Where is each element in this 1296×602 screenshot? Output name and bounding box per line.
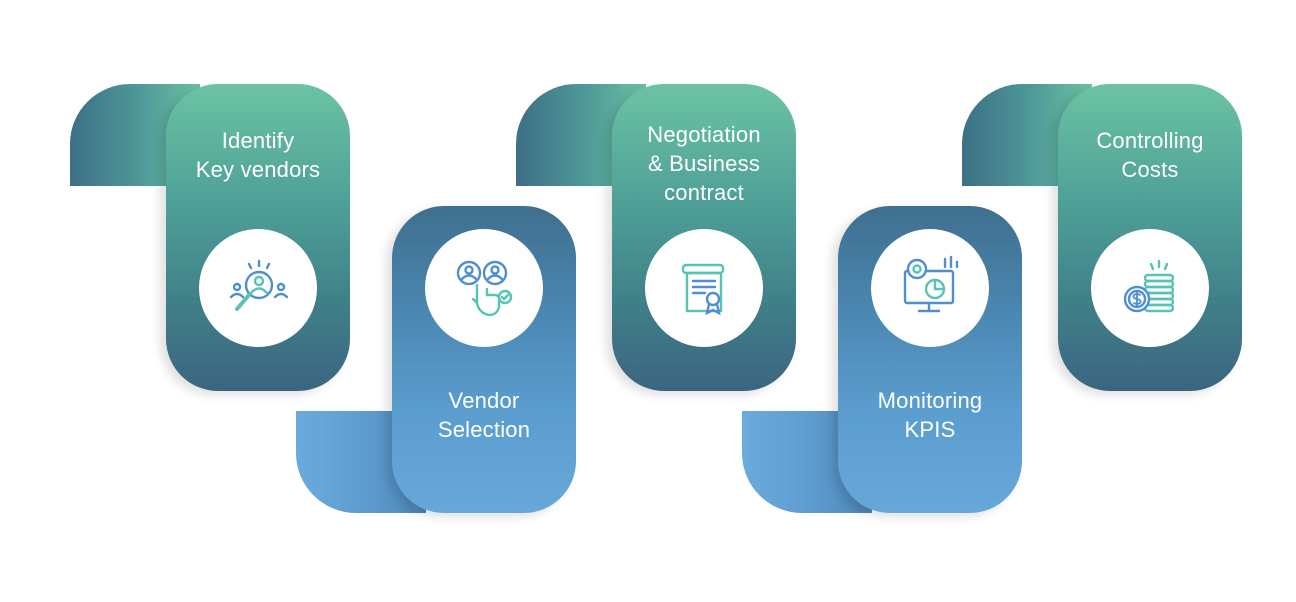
- step-card: Controlling Costs: [1058, 84, 1242, 391]
- cost-coins-icon: [1123, 259, 1175, 313]
- step-label: Monitoring KPIS: [877, 388, 983, 442]
- icon-circle: [425, 229, 543, 347]
- step-label: Vendor Selection: [437, 388, 531, 442]
- contract-icon: [681, 263, 725, 316]
- step-negotiation-business-contract: Negotiation & Business contract: [516, 84, 796, 391]
- step-card: Identify Key vendors: [166, 84, 350, 391]
- vendor-search-icon: [229, 259, 289, 311]
- step-card: Negotiation & Business contract: [612, 84, 796, 391]
- step-card: Monitoring KPIS: [838, 206, 1022, 513]
- icon-circle: [645, 229, 763, 347]
- icon-circle: [199, 229, 317, 347]
- step-vendor-selection: Vendor Selection: [296, 206, 576, 513]
- step-identify-key-vendors: Identify Key vendors: [70, 84, 350, 391]
- vendor-select-icon: [456, 260, 513, 317]
- step-label: Identify Key vendors: [195, 128, 321, 182]
- icon-circle: [871, 229, 989, 347]
- step-label: Controlling Costs: [1096, 128, 1204, 182]
- step-controlling-costs: Controlling Costs: [962, 84, 1242, 391]
- kpi-monitor-icon: [903, 255, 959, 313]
- step-monitoring-kpis: Monitoring KPIS: [742, 206, 1022, 513]
- step-card: Vendor Selection: [392, 206, 576, 513]
- icon-circle: [1091, 229, 1209, 347]
- step-label: Negotiation & Business contract: [647, 122, 761, 205]
